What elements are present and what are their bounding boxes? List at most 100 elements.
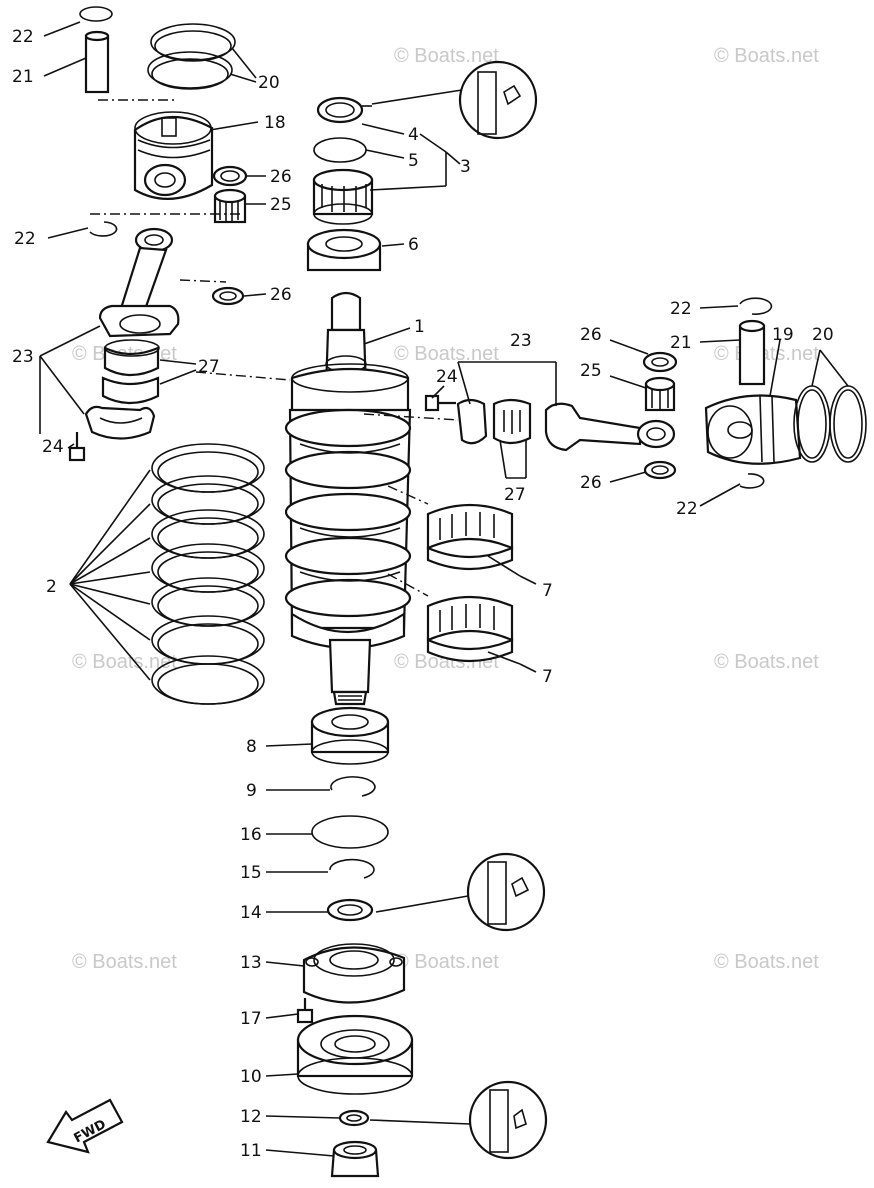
nut-11 xyxy=(330,1140,380,1178)
rod-bearing-27-left xyxy=(101,339,160,405)
label-23-right: 23 xyxy=(510,331,532,351)
needle-bearing-25-right xyxy=(644,376,676,412)
main-bearings-7 xyxy=(426,503,514,663)
ball-bearing-8 xyxy=(310,706,390,765)
rod-bolt-24-left xyxy=(68,432,86,462)
label-6: 6 xyxy=(408,235,419,255)
seal-inset-top xyxy=(458,60,538,140)
seal-detail-insets xyxy=(458,60,548,1160)
label-15: 15 xyxy=(240,863,262,883)
piston-19 xyxy=(704,394,802,465)
label-7-lower: 7 xyxy=(542,667,553,687)
label-19: 19 xyxy=(772,325,794,345)
label-16: 16 xyxy=(240,825,262,845)
label-9: 9 xyxy=(246,781,257,801)
thrust-washer-26-right-lower xyxy=(643,460,677,480)
label-8: 8 xyxy=(246,737,257,757)
circlip-22-left xyxy=(89,221,118,237)
circlip-22-right-top xyxy=(739,297,773,315)
bearing-housing-13 xyxy=(302,943,406,1004)
label-27-left: 27 xyxy=(198,357,220,377)
label-22-right-top: 22 xyxy=(670,299,692,319)
label-27-right: 27 xyxy=(504,485,526,505)
circlip-22-right-bottom xyxy=(739,473,765,489)
label-24-left: 24 xyxy=(42,437,64,457)
label-26-left-lower: 26 xyxy=(270,285,292,305)
label-20-right: 20 xyxy=(812,325,834,345)
fwd-arrow-icon: FWD xyxy=(46,1098,124,1154)
label-11: 11 xyxy=(240,1141,262,1161)
piston-rings-20 xyxy=(147,23,236,90)
label-5: 5 xyxy=(408,151,419,171)
label-21-right: 21 xyxy=(670,333,692,353)
label-24-right: 24 xyxy=(436,367,458,387)
connecting-rod-left xyxy=(98,227,180,338)
roller-bearing-10 xyxy=(296,1014,414,1095)
needle-bearing-25 xyxy=(213,188,247,224)
label-13: 13 xyxy=(240,953,262,973)
thrust-washer-26-right-top xyxy=(642,351,678,373)
label-22-right-bottom: 22 xyxy=(676,499,698,519)
right-piston-assembly xyxy=(424,297,867,489)
part-labels: 22 21 20 18 26 25 22 26 23 27 24 2 4 5 3… xyxy=(12,27,834,1161)
thrust-washer-26-top xyxy=(212,165,248,187)
upper-seal-stack xyxy=(306,96,382,272)
watermark-5: © Boats.net xyxy=(714,343,819,365)
label-18: 18 xyxy=(264,113,286,133)
watermark-8: © Boats.net xyxy=(714,651,819,673)
oil-seal-12 xyxy=(338,1109,370,1127)
label-14: 14 xyxy=(240,903,262,923)
circlip-15 xyxy=(329,858,375,879)
rod-bolt-24-right xyxy=(424,394,456,412)
watermark-9: © Boats.net xyxy=(72,951,177,973)
bearing-housing-3 xyxy=(312,168,374,225)
watermark-4: © Boats.net xyxy=(394,343,499,365)
thrust-washer-26-lower xyxy=(211,286,245,306)
label-3: 3 xyxy=(460,157,471,177)
label-17: 17 xyxy=(240,1009,262,1029)
watermarks: © Boats.net © Boats.net © Boats.net © Bo… xyxy=(72,45,819,973)
label-22-top: 22 xyxy=(12,27,34,47)
watermark-2: © Boats.net xyxy=(714,45,819,67)
piston-18 xyxy=(133,111,214,200)
lower-stack xyxy=(296,706,414,1178)
label-12: 12 xyxy=(240,1107,262,1127)
label-1: 1 xyxy=(414,317,425,337)
label-4: 4 xyxy=(408,125,419,145)
piston-pin-21-right xyxy=(738,319,766,386)
oil-seal-14 xyxy=(326,898,374,922)
label-25-left: 25 xyxy=(270,195,292,215)
crankshaft-1 xyxy=(284,291,412,706)
label-23-left: 23 xyxy=(12,347,34,367)
label-22-left: 22 xyxy=(14,229,36,249)
circlip-9 xyxy=(330,776,376,797)
watermark-11: © Boats.net xyxy=(714,951,819,973)
label-26-right-top: 26 xyxy=(580,325,602,345)
crank-seal-rings-2 xyxy=(151,443,265,705)
ball-bearing-6 xyxy=(306,228,382,272)
piston-rings-20-right xyxy=(793,385,867,463)
label-26-top: 26 xyxy=(270,167,292,187)
label-20-left: 20 xyxy=(258,73,280,93)
o-ring-5 xyxy=(313,137,367,163)
watermark-1: © Boats.net xyxy=(394,45,499,67)
rod-cap-right xyxy=(456,398,488,445)
label-2: 2 xyxy=(46,577,57,597)
oil-seal-4 xyxy=(316,96,364,124)
leader-lines xyxy=(39,21,849,1157)
label-26-right-lower: 26 xyxy=(580,473,602,493)
rod-cap-left xyxy=(84,405,156,440)
label-7-upper: 7 xyxy=(542,581,553,601)
watermark-6: © Boats.net xyxy=(72,651,177,673)
left-piston-assembly xyxy=(68,6,248,462)
label-25-right: 25 xyxy=(580,361,602,381)
label-10: 10 xyxy=(240,1067,262,1087)
circlip-22-top xyxy=(79,6,113,22)
bolt-17 xyxy=(296,998,314,1024)
piston-pin-21 xyxy=(84,30,110,94)
rod-bearing-27-right xyxy=(492,398,532,445)
o-ring-16 xyxy=(311,815,389,849)
label-21-left: 21 xyxy=(12,67,34,87)
watermark-10: © Boats.net xyxy=(394,951,499,973)
